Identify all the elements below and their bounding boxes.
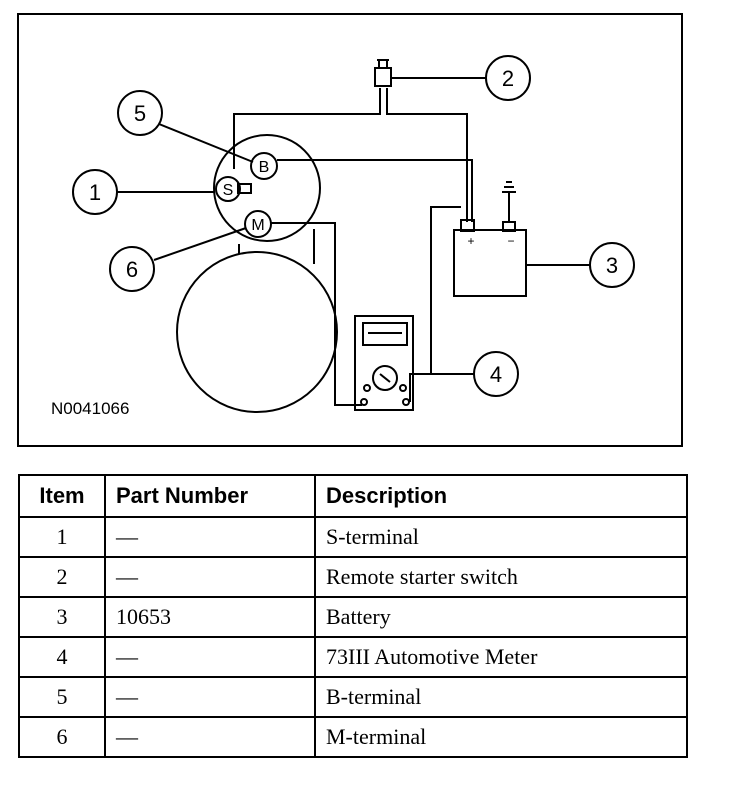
s-terminal-tab <box>237 183 252 194</box>
callout-circle-6 <box>109 246 155 292</box>
cell-item: 1 <box>18 516 106 558</box>
cell-description: Battery <box>314 596 688 638</box>
starter-wiring-diagram: 1 2 3 4 5 6 B S M + − N0041066 <box>17 13 683 447</box>
cell-description: B-terminal <box>314 676 688 718</box>
cell-description: Remote starter switch <box>314 556 688 598</box>
s-terminal <box>215 176 241 202</box>
callout-circle-4 <box>473 351 519 397</box>
automotive-meter <box>354 315 414 411</box>
cell-item: 5 <box>18 676 106 718</box>
cell-item: 2 <box>18 556 106 598</box>
meter-jack-3 <box>360 398 368 406</box>
header-description: Description <box>314 474 688 518</box>
diagram-graphic: 1 2 3 4 5 6 B S M + − <box>72 55 635 413</box>
callout-circle-5 <box>117 90 163 136</box>
remote-starter-switch <box>374 67 392 87</box>
starter-motor-body <box>176 251 338 413</box>
solenoid-body <box>213 134 321 242</box>
callout-number-5: 5 <box>134 101 146 126</box>
table-row: 4 — 73III Automotive Meter <box>18 636 688 678</box>
callout-number-6: 6 <box>126 257 138 282</box>
cell-part-number: — <box>104 636 316 678</box>
cell-part-number: 10653 <box>104 596 316 638</box>
callout-circle-3 <box>589 242 635 288</box>
cell-part-number: — <box>104 556 316 598</box>
b-terminal-label: B <box>259 159 270 176</box>
cell-part-number: — <box>104 516 316 558</box>
meter-dial-pointer <box>379 373 391 383</box>
callout-number-3: 3 <box>606 253 618 278</box>
header-item: Item <box>18 474 106 518</box>
battery <box>453 229 527 297</box>
m-terminal-label: M <box>251 217 264 234</box>
battery-positive-post <box>460 219 475 232</box>
meter-dial <box>372 365 398 391</box>
cell-part-number: — <box>104 676 316 718</box>
table-row: 2 — Remote starter switch <box>18 556 688 598</box>
meter-jack-4 <box>402 398 410 406</box>
callout-line-6 <box>153 227 247 261</box>
table-row: 6 — M-terminal <box>18 716 688 758</box>
parts-table: Item Part Number Description 1 — S-termi… <box>18 474 688 758</box>
header-part-number: Part Number <box>104 474 316 518</box>
battery-positive-mark: + <box>467 234 474 248</box>
cell-item: 3 <box>18 596 106 638</box>
wire-s-to-switch <box>233 88 381 169</box>
meter-lead-negative <box>271 222 362 406</box>
cell-part-number: — <box>104 716 316 758</box>
battery-negative-mark: − <box>507 234 514 248</box>
meter-jack-2 <box>399 384 407 392</box>
cell-description: S-terminal <box>314 516 688 558</box>
callout-number-4: 4 <box>490 362 502 387</box>
callout-circle-1 <box>72 169 118 215</box>
callout-number-2: 2 <box>502 66 514 91</box>
cell-item: 4 <box>18 636 106 678</box>
meter-jack-1 <box>363 384 371 392</box>
table-row: 3 10653 Battery <box>18 596 688 638</box>
callout-number-1: 1 <box>89 180 101 205</box>
table-header-row: Item Part Number Description <box>18 474 688 518</box>
cell-item: 6 <box>18 716 106 758</box>
callout-line-5 <box>158 123 254 163</box>
cell-description: M-terminal <box>314 716 688 758</box>
table-row: 5 — B-terminal <box>18 676 688 718</box>
callout-circle-2 <box>485 55 531 101</box>
figure-id: N0041066 <box>51 399 130 418</box>
wire-switch-to-battery <box>386 88 468 222</box>
s-terminal-label: S <box>223 182 234 199</box>
cell-description: 73III Automotive Meter <box>314 636 688 678</box>
meter-display <box>362 322 408 346</box>
wire-b-to-battery <box>277 159 473 222</box>
table-row: 1 — S-terminal <box>18 516 688 558</box>
b-terminal <box>250 152 278 180</box>
